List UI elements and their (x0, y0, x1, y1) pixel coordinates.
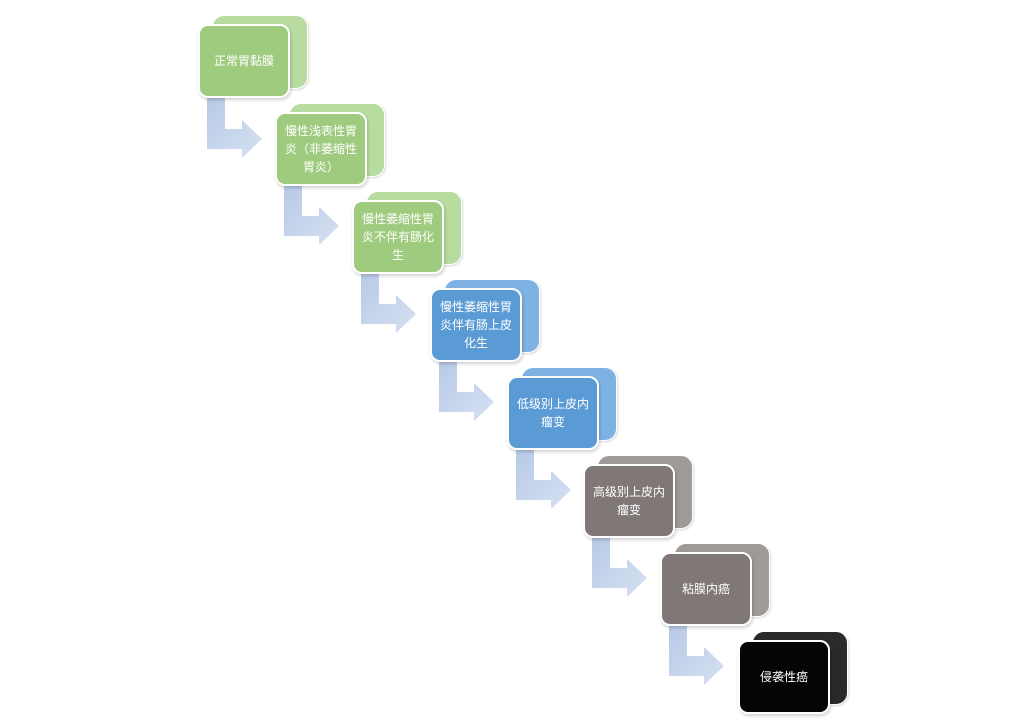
step-arrow (592, 535, 647, 597)
step-arrow (284, 183, 339, 245)
step-box-superficial-gastritis: 慢性浅表性胃炎（非萎缩性胃炎） (275, 103, 385, 186)
step-box-low-grade-neoplasia: 低级别上皮内瘤变 (507, 367, 617, 450)
step-box-front-face: 慢性浅表性胃炎（非萎缩性胃炎） (275, 112, 367, 186)
step-label: 高级别上皮内瘤变 (592, 485, 665, 517)
step-label: 正常胃黏膜 (213, 54, 274, 68)
step-arrow (669, 623, 724, 685)
step-label: 慢性萎缩性胃炎不伴有肠化生 (361, 212, 434, 262)
step-box-front-face: 高级别上皮内瘤变 (583, 464, 675, 538)
step-box-invasive-carcinoma: 侵袭性癌 (738, 631, 848, 714)
step-arrow (439, 359, 494, 421)
step-box-normal-mucosa: 正常胃黏膜 (198, 15, 308, 98)
step-label: 慢性萎缩性胃炎伴有肠上皮化生 (439, 300, 512, 350)
step-box-front-face: 侵袭性癌 (738, 640, 830, 714)
step-box-front-face: 慢性萎缩性胃炎不伴有肠化生 (352, 200, 444, 274)
step-arrow (516, 447, 571, 509)
step-box-front-face: 慢性萎缩性胃炎伴有肠上皮化生 (430, 288, 522, 362)
step-label: 慢性浅表性胃炎（非萎缩性胃炎） (284, 124, 357, 174)
step-box-intramucosal-carcinoma: 粘膜内癌 (660, 543, 770, 626)
step-arrow (207, 96, 262, 158)
step-box-atrophic-gastritis: 慢性萎缩性胃炎不伴有肠化生 (352, 191, 462, 274)
step-label: 低级别上皮内瘤变 (516, 397, 589, 429)
step-arrow (361, 271, 416, 333)
step-box-intestinal-metaplasia: 慢性萎缩性胃炎伴有肠上皮化生 (430, 279, 540, 362)
step-box-front-face: 正常胃黏膜 (198, 24, 290, 98)
step-label: 粘膜内癌 (681, 582, 730, 596)
step-box-high-grade-neoplasia: 高级别上皮内瘤变 (583, 455, 693, 538)
step-label: 侵袭性癌 (759, 670, 808, 684)
step-box-front-face: 粘膜内癌 (660, 552, 752, 626)
step-box-front-face: 低级别上皮内瘤变 (507, 376, 599, 450)
